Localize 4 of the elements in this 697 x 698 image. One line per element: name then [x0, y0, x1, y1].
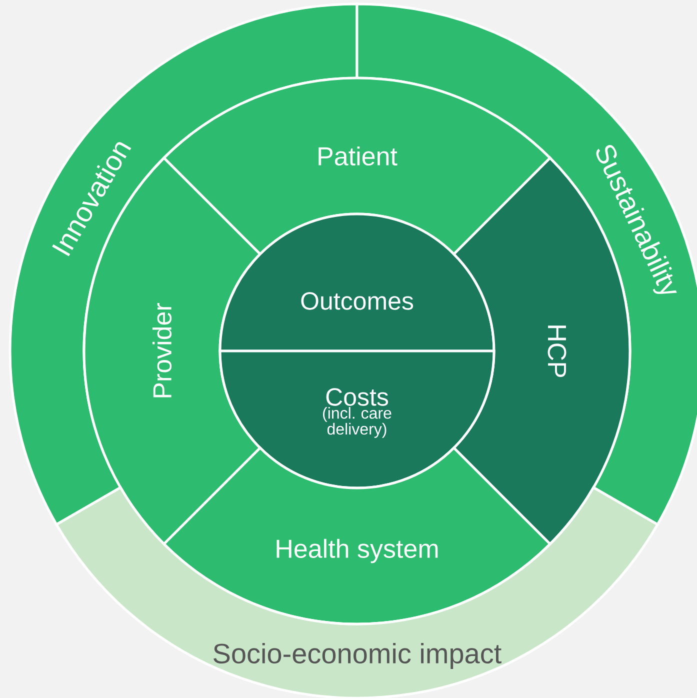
ring-segment: Health system: [162, 446, 552, 626]
ring-segment: Patient: [162, 76, 552, 256]
circle-half: Outcomes: [218, 212, 496, 352]
circle-half: Costs (incl. care delivery): [218, 350, 496, 490]
